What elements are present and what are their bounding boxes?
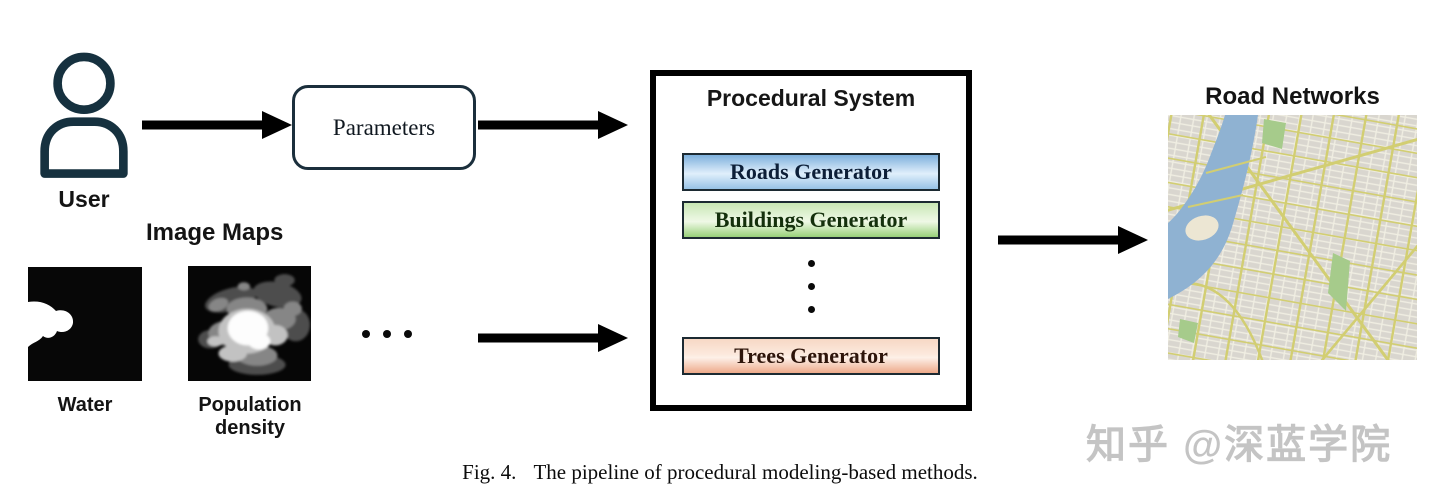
procedural-system-title: Procedural System [706,85,916,111]
user-label: User [58,186,110,212]
road-networks-heading: Road Networks [1205,83,1380,110]
trees-generator-box: Trees Generator [682,337,940,375]
road-network-map-image [1168,115,1417,360]
dot-icon [404,330,412,338]
population-density-map-image [188,266,311,381]
dot-icon [807,260,815,267]
flow-arrow-user-to-parameters [142,111,292,139]
parameters-label: Parameters [332,114,436,140]
figure-caption-number: Fig. 4. [462,460,517,484]
flow-arrow-imagemaps-to-system [478,324,628,352]
trees-generator-label: Trees Generator [734,343,888,368]
dot-icon [807,306,815,313]
population-density-label: Population density [198,394,302,439]
parameters-box: Parameters [292,85,476,170]
figure-caption-text: The pipeline of procedural modeling-base… [533,460,978,484]
water-label: Water [57,394,113,416]
dot-icon [383,330,391,338]
procedural-system-box: Procedural System Roads Generator Buildi… [650,70,972,411]
image-maps-heading: Image Maps [146,219,284,246]
figure-caption: Fig. 4. The pipeline of procedural modeli… [0,460,1440,485]
flow-arrow-parameters-to-system [478,111,628,139]
flow-arrow-system-to-roadnetworks [998,226,1148,254]
dot-icon [807,283,815,290]
buildings-generator-box: Buildings Generator [682,201,940,239]
dot-icon [362,330,370,338]
user-icon [40,52,128,178]
vertical-ellipsis-icon [656,260,966,313]
roads-generator-label: Roads Generator [730,159,892,184]
roads-generator-box: Roads Generator [682,153,940,191]
buildings-generator-label: Buildings Generator [714,207,908,232]
horizontal-ellipsis-icon [362,330,412,338]
watermark-text: 知乎 @深蓝学院 [1086,423,1393,467]
water-map-image [28,267,142,381]
